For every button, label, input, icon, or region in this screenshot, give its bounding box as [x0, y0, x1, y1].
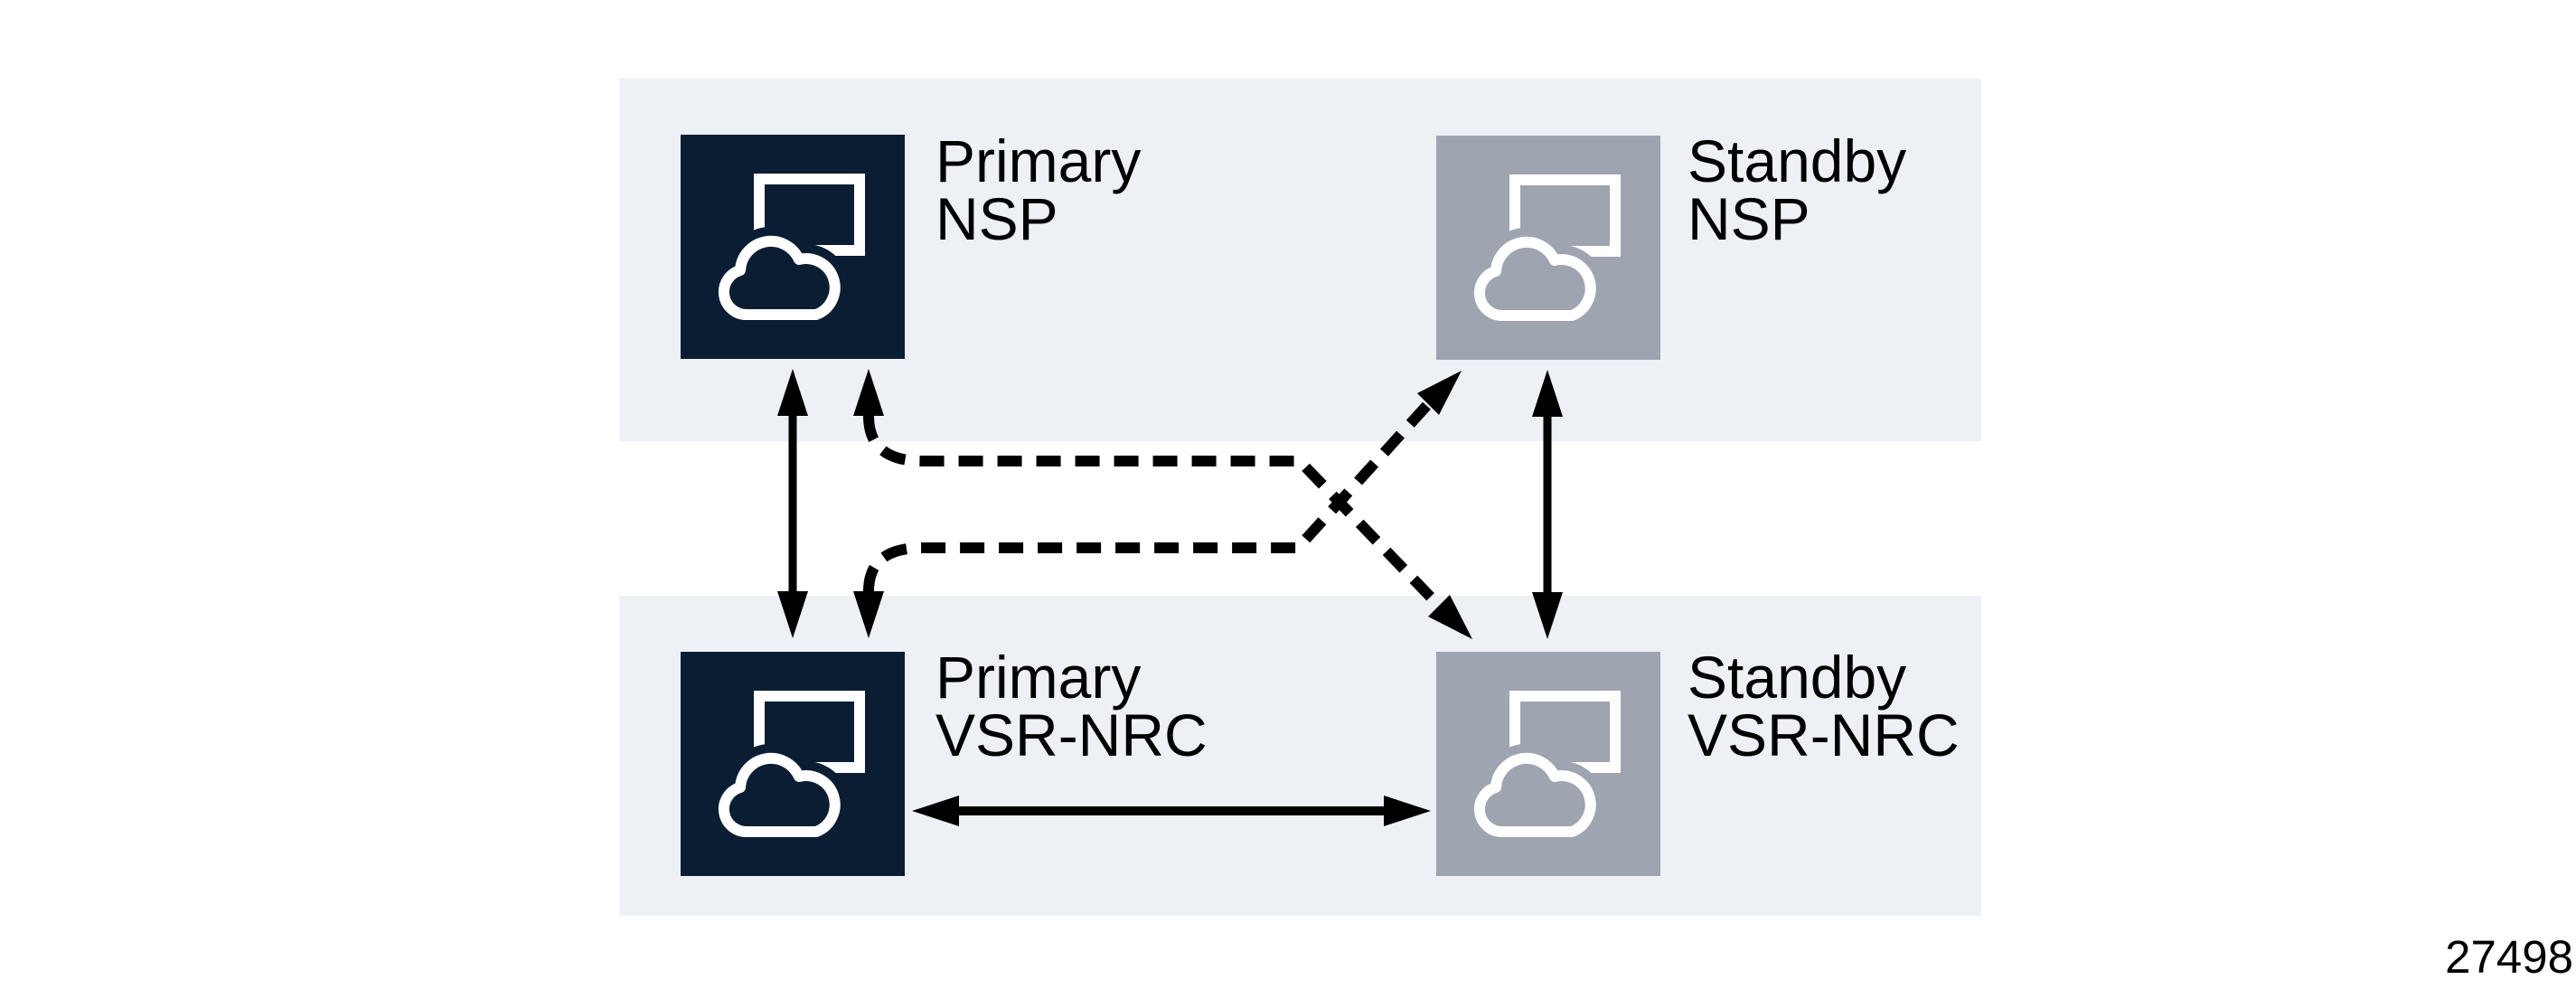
- cloud-screen-icon: [709, 174, 865, 329]
- node-primary-vsr-nrc: [681, 652, 905, 876]
- solid-arrow-standby-nsp-standby-vsr-nrc: [1532, 370, 1563, 639]
- label-primary-vsr-nrc: Primary VSR-NRC: [935, 644, 1208, 768]
- node-primary-nsp: [681, 135, 905, 359]
- cloud-screen-icon: [709, 691, 865, 846]
- node-standby-nsp: [1436, 136, 1660, 360]
- node-standby-vsr-nrc: [1436, 652, 1660, 876]
- label-line: Primary: [935, 644, 1142, 711]
- label-line: VSR-NRC: [1688, 702, 1960, 768]
- label-standby-nsp: Standby NSP: [1688, 127, 1907, 252]
- label-line: Primary: [935, 127, 1142, 194]
- label-line: Standby: [1688, 644, 1907, 711]
- solid-arrow-primary-vsr-nrc-standby-vsr-nrc: [912, 796, 1431, 826]
- label-primary-nsp: Primary NSP: [935, 127, 1142, 252]
- dashed-arrow-primary-nsp-standby-vsr-nrc: [853, 369, 1472, 639]
- label-line: NSP: [1688, 185, 1810, 252]
- dashed-arrow-primary-vsr-nrc-standby-nsp: [853, 371, 1462, 638]
- label-standby-vsr-nrc: Standby VSR-NRC: [1688, 644, 1960, 768]
- cloud-screen-icon: [1464, 691, 1621, 846]
- solid-arrow-primary-nsp-primary-vsr-nrc: [777, 369, 808, 638]
- label-line: VSR-NRC: [935, 702, 1208, 768]
- figure-number: 27498: [2445, 931, 2573, 983]
- cloud-screen-icon: [1464, 174, 1621, 330]
- label-line: Standby: [1688, 127, 1907, 194]
- label-line: NSP: [935, 185, 1058, 252]
